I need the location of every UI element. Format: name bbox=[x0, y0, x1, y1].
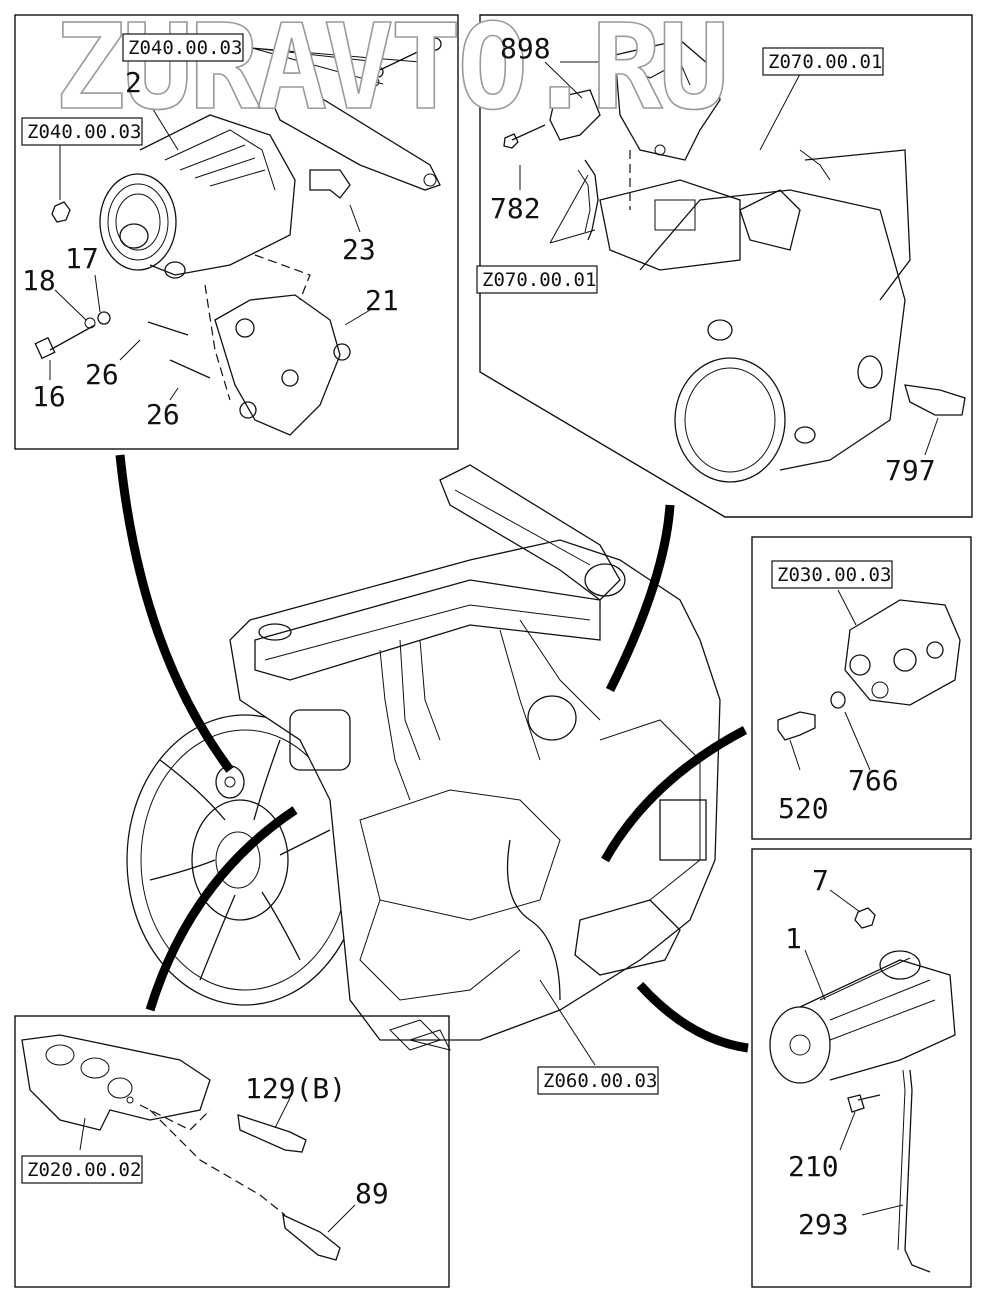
manifold-frame bbox=[14, 1015, 450, 1288]
part-label-1[interactable]: 1 bbox=[785, 922, 802, 955]
part-label-898[interactable]: 898 bbox=[500, 32, 551, 65]
part-label-797[interactable]: 797 bbox=[885, 454, 936, 487]
callout-arcs bbox=[115, 454, 749, 1053]
ref-alt-bolt[interactable]: Z040.00.03 bbox=[122, 33, 244, 62]
part-label-7[interactable]: 7 bbox=[812, 864, 829, 897]
svg-text:Z040.00.03: Z040.00.03 bbox=[27, 121, 141, 143]
turbo-drawing bbox=[503, 39, 966, 483]
starter-drawing bbox=[769, 907, 956, 1273]
ref-turbo-top[interactable]: Z070.00.01 bbox=[762, 47, 884, 76]
part-label-2[interactable]: 2 bbox=[125, 66, 142, 99]
svg-text:Z070.00.01: Z070.00.01 bbox=[482, 269, 596, 291]
valve-frame bbox=[751, 536, 972, 840]
svg-text:Z070.00.01: Z070.00.01 bbox=[768, 51, 882, 73]
part-label-293[interactable]: 293 bbox=[798, 1208, 849, 1241]
harness-leader bbox=[539, 979, 596, 1066]
part-label-210[interactable]: 210 bbox=[788, 1150, 839, 1183]
alternator-leaders bbox=[49, 47, 421, 401]
ref-valve[interactable]: Z030.00.03 bbox=[771, 560, 893, 589]
manifold-drawing bbox=[21, 1034, 341, 1261]
watermark: ZURAVTO.RU bbox=[55, 0, 725, 136]
svg-text:Z020.00.02: Z020.00.02 bbox=[27, 1159, 141, 1181]
ref-turbo-hose[interactable]: Z070.00.01 bbox=[476, 265, 598, 294]
part-label-23[interactable]: 23 bbox=[342, 233, 376, 266]
svg-text:Z040.00.03: Z040.00.03 bbox=[128, 37, 242, 59]
part-label-520[interactable]: 520 bbox=[778, 792, 829, 825]
part-label-766[interactable]: 766 bbox=[848, 764, 899, 797]
engine-drawing bbox=[126, 464, 721, 1051]
part-label-89[interactable]: 89 bbox=[355, 1177, 389, 1210]
ref-manifold[interactable]: Z020.00.02 bbox=[21, 1155, 143, 1184]
part-label-26b[interactable]: 26 bbox=[146, 398, 180, 431]
starter-leaders bbox=[804, 889, 904, 1216]
valve-drawing bbox=[777, 599, 961, 741]
turbo-leaders bbox=[519, 61, 939, 456]
part-label-26a[interactable]: 26 bbox=[85, 358, 119, 391]
part-label-21[interactable]: 21 bbox=[365, 284, 399, 317]
manifold-leaders bbox=[79, 1097, 356, 1233]
part-label-782[interactable]: 782 bbox=[490, 192, 541, 225]
turbo-frame bbox=[479, 14, 973, 518]
ref-alt-nut[interactable]: Z040.00.03 bbox=[21, 117, 143, 146]
svg-text:Z030.00.03: Z030.00.03 bbox=[777, 564, 891, 586]
alternator-drawing bbox=[34, 37, 442, 436]
part-label-16[interactable]: 16 bbox=[32, 380, 66, 413]
alternator-frame bbox=[14, 14, 459, 450]
starter-frame bbox=[751, 848, 972, 1288]
svg-text:Z060.00.03: Z060.00.03 bbox=[543, 1070, 657, 1092]
part-label-129b[interactable]: 129(B) bbox=[245, 1072, 346, 1105]
part-label-18[interactable]: 18 bbox=[22, 264, 56, 297]
ref-harness[interactable]: Z060.00.03 bbox=[537, 1066, 659, 1095]
part-label-17[interactable]: 17 bbox=[65, 242, 99, 275]
valve-leaders bbox=[789, 589, 871, 771]
